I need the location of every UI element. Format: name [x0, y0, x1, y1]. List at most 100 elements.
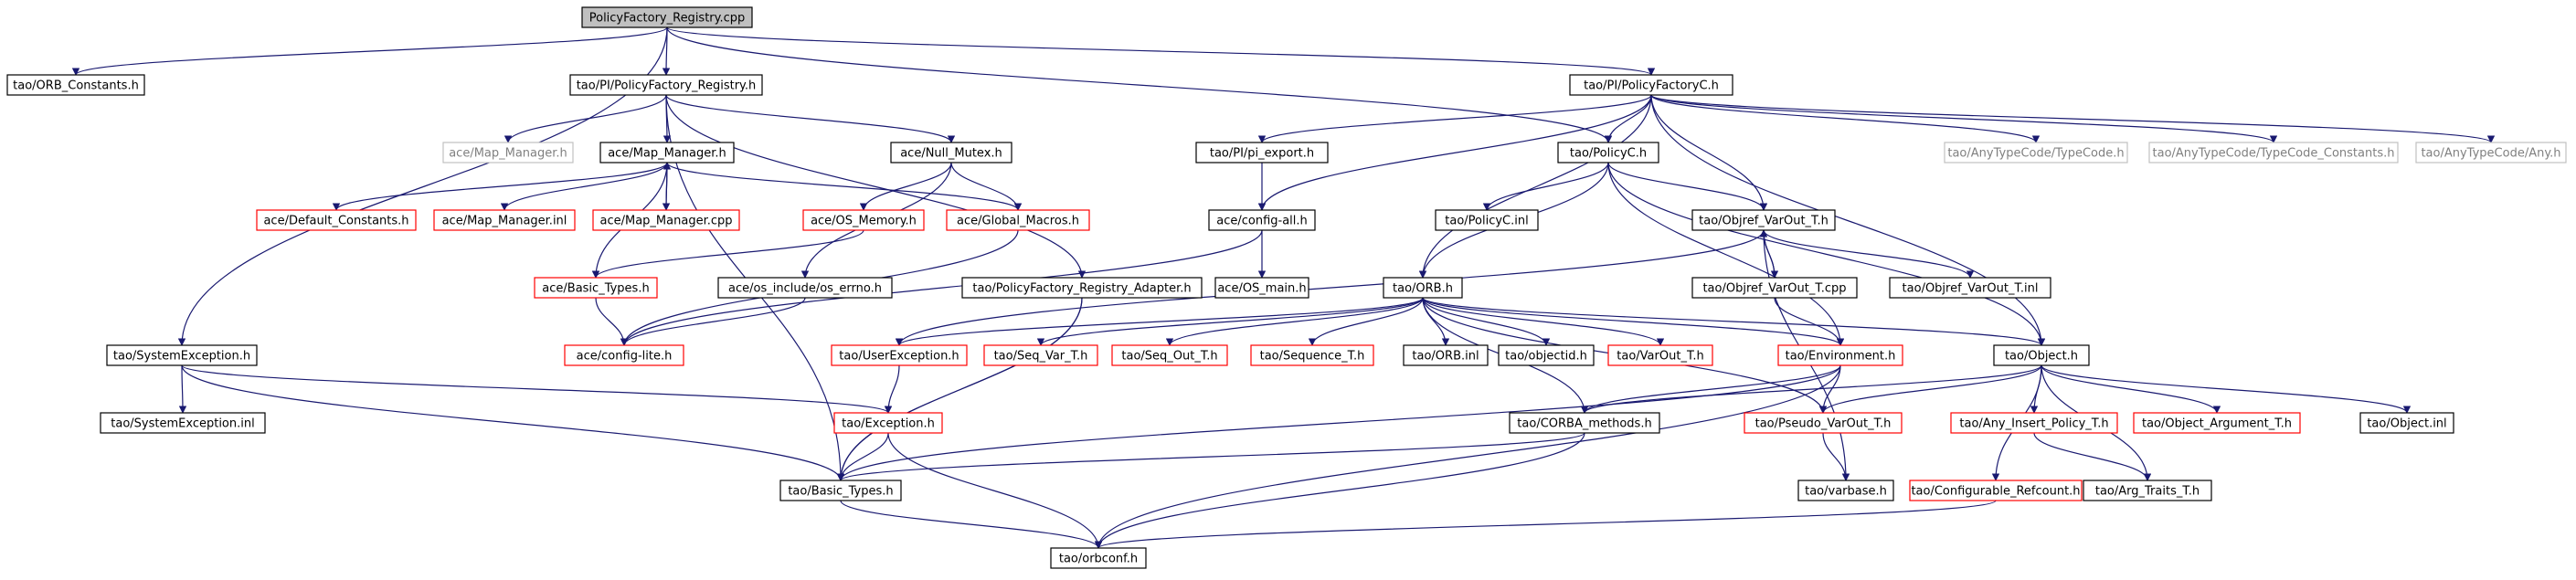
node-pi_export[interactable]: tao/PI/pi_export.h: [1195, 142, 1329, 163]
node-exception_h[interactable]: tao/Exception.h: [833, 412, 943, 434]
node-objref_varout_inl[interactable]: tao/Objref_VarOut_T.inl: [1889, 277, 2051, 299]
node-box-ace_null_mutex[interactable]: [890, 142, 1012, 163]
node-box-policyc_inl[interactable]: [1435, 209, 1539, 231]
node-orbconf[interactable]: tao/orbconf.h: [1050, 547, 1147, 569]
node-os_memory[interactable]: ace/OS_Memory.h: [802, 209, 925, 231]
node-box-objref_varout[interactable]: [1691, 209, 1836, 231]
node-orb_h[interactable]: tao/ORB.h: [1383, 277, 1463, 299]
node-policyc_inl[interactable]: tao/PolicyC.inl: [1435, 209, 1539, 231]
node-arg_traits[interactable]: tao/Arg_Traits_T.h: [2083, 480, 2212, 501]
node-objref_varout[interactable]: tao/Objref_VarOut_T.h: [1691, 209, 1836, 231]
node-box-configurable_refcount[interactable]: [1909, 480, 2083, 501]
node-box-map_manager_inl[interactable]: [433, 209, 576, 231]
node-ace_map_manager_gray[interactable]: ace/Map_Manager.h: [442, 142, 574, 163]
node-box-orb_h[interactable]: [1383, 277, 1463, 299]
node-box-basic_types_tao[interactable]: [779, 480, 902, 501]
node-box-orbconf[interactable]: [1050, 547, 1147, 569]
node-box-corba_methods[interactable]: [1509, 412, 1660, 434]
node-object_argument[interactable]: tao/Object_Argument_T.h: [2133, 412, 2301, 434]
node-seq_out[interactable]: tao/Seq_Out_T.h: [1111, 344, 1228, 366]
node-box-os_main[interactable]: [1214, 277, 1309, 299]
node-box-pf_registry_h[interactable]: [569, 74, 763, 96]
node-root[interactable]: PolicyFactory_Registry.cpp: [581, 6, 753, 28]
node-sequence_t[interactable]: tao/Sequence_T.h: [1250, 344, 1374, 366]
node-box-any_insert_policy[interactable]: [1950, 412, 2118, 434]
node-user_exception[interactable]: tao/UserException.h: [831, 344, 968, 366]
node-pf_registry_adapter[interactable]: tao/PolicyFactory_Registry_Adapter.h: [961, 277, 1203, 299]
node-box-arg_traits[interactable]: [2083, 480, 2212, 501]
node-box-objectid[interactable]: [1498, 344, 1595, 366]
node-objectid[interactable]: tao/objectid.h: [1498, 344, 1595, 366]
node-box-seq_var[interactable]: [983, 344, 1098, 366]
node-config_all[interactable]: ace/config-all.h: [1208, 209, 1316, 231]
node-any_insert_policy[interactable]: tao/Any_Insert_Policy_T.h: [1950, 412, 2118, 434]
node-orb_inl[interactable]: tao/ORB.inl: [1403, 344, 1489, 366]
node-box-environment[interactable]: [1777, 344, 1903, 366]
node-system_exception_inl[interactable]: tao/SystemException.inl: [100, 412, 266, 434]
node-box-orb_inl[interactable]: [1403, 344, 1489, 366]
node-varbase[interactable]: tao/varbase.h: [1797, 480, 1894, 501]
node-configurable_refcount[interactable]: tao/Configurable_Refcount.h: [1909, 480, 2083, 501]
node-box-user_exception[interactable]: [831, 344, 968, 366]
node-os_errno[interactable]: ace/os_include/os_errno.h: [717, 277, 893, 299]
node-box-object_h[interactable]: [1993, 344, 2090, 366]
node-policyfactoryc[interactable]: tao/PI/PolicyFactoryC.h: [1569, 74, 1733, 96]
node-objref_varout_cpp[interactable]: tao/Objref_VarOut_T.cpp: [1691, 277, 1858, 299]
node-object_inl[interactable]: tao/Object.inl: [2359, 412, 2454, 434]
node-box-exception_h[interactable]: [833, 412, 943, 434]
node-os_main[interactable]: ace/OS_main.h: [1214, 277, 1309, 299]
node-box-pf_registry_adapter[interactable]: [961, 277, 1203, 299]
node-box-typecode_constants[interactable]: [2148, 142, 2399, 163]
node-box-policyc[interactable]: [1557, 142, 1659, 163]
node-environment[interactable]: tao/Environment.h: [1777, 344, 1903, 366]
node-box-system_exception[interactable]: [106, 344, 258, 366]
node-pseudo_varout[interactable]: tao/Pseudo_VarOut_T.h: [1744, 412, 1903, 434]
node-any_h[interactable]: tao/AnyTypeCode/Any.h: [2415, 142, 2567, 163]
node-map_manager_inl[interactable]: ace/Map_Manager.inl: [433, 209, 576, 231]
node-box-pi_export[interactable]: [1195, 142, 1329, 163]
node-config_lite[interactable]: ace/config-lite.h: [564, 344, 684, 366]
node-box-os_memory[interactable]: [802, 209, 925, 231]
node-box-orb_constants[interactable]: [6, 74, 145, 96]
node-box-system_exception_inl[interactable]: [100, 412, 266, 434]
node-box-ace_map_manager[interactable]: [599, 142, 735, 163]
node-ace_null_mutex[interactable]: ace/Null_Mutex.h: [890, 142, 1012, 163]
node-box-object_inl[interactable]: [2359, 412, 2454, 434]
node-map_manager_cpp[interactable]: ace/Map_Manager.cpp: [592, 209, 740, 231]
node-default_constants[interactable]: ace/Default_Constants.h: [256, 209, 417, 231]
node-policyc[interactable]: tao/PolicyC.h: [1557, 142, 1659, 163]
node-box-global_macros[interactable]: [946, 209, 1090, 231]
node-object_h[interactable]: tao/Object.h: [1993, 344, 2090, 366]
node-box-objref_varout_inl[interactable]: [1889, 277, 2051, 299]
node-box-config_all[interactable]: [1208, 209, 1316, 231]
node-system_exception[interactable]: tao/SystemException.h: [106, 344, 258, 366]
node-global_macros[interactable]: ace/Global_Macros.h: [946, 209, 1090, 231]
node-box-varbase[interactable]: [1797, 480, 1894, 501]
node-box-ace_map_manager_gray[interactable]: [442, 142, 574, 163]
node-box-map_manager_cpp[interactable]: [592, 209, 740, 231]
node-anytypecode[interactable]: tao/AnyTypeCode/TypeCode.h: [1944, 142, 2128, 163]
node-typecode_constants[interactable]: tao/AnyTypeCode/TypeCode_Constants.h: [2148, 142, 2399, 163]
node-box-os_errno[interactable]: [717, 277, 893, 299]
node-box-sequence_t[interactable]: [1250, 344, 1374, 366]
node-box-default_constants[interactable]: [256, 209, 417, 231]
node-box-objref_varout_cpp[interactable]: [1691, 277, 1858, 299]
node-box-anytypecode[interactable]: [1944, 142, 2128, 163]
node-box-config_lite[interactable]: [564, 344, 684, 366]
node-box-seq_out[interactable]: [1111, 344, 1228, 366]
node-orb_constants[interactable]: tao/ORB_Constants.h: [6, 74, 145, 96]
node-varout_t[interactable]: tao/VarOut_T.h: [1607, 344, 1713, 366]
node-basic_types_ace[interactable]: ace/Basic_Types.h: [534, 277, 658, 299]
node-box-object_argument[interactable]: [2133, 412, 2301, 434]
node-ace_map_manager[interactable]: ace/Map_Manager.h: [599, 142, 735, 163]
node-box-varout_t[interactable]: [1607, 344, 1713, 366]
node-pf_registry_h[interactable]: tao/PI/PolicyFactory_Registry.h: [569, 74, 763, 96]
node-corba_methods[interactable]: tao/CORBA_methods.h: [1509, 412, 1660, 434]
node-seq_var[interactable]: tao/Seq_Var_T.h: [983, 344, 1098, 366]
node-box-policyfactoryc[interactable]: [1569, 74, 1733, 96]
node-box-any_h[interactable]: [2415, 142, 2567, 163]
node-basic_types_tao[interactable]: tao/Basic_Types.h: [779, 480, 902, 501]
node-box-root[interactable]: [581, 6, 753, 28]
node-box-pseudo_varout[interactable]: [1744, 412, 1903, 434]
node-box-basic_types_ace[interactable]: [534, 277, 658, 299]
